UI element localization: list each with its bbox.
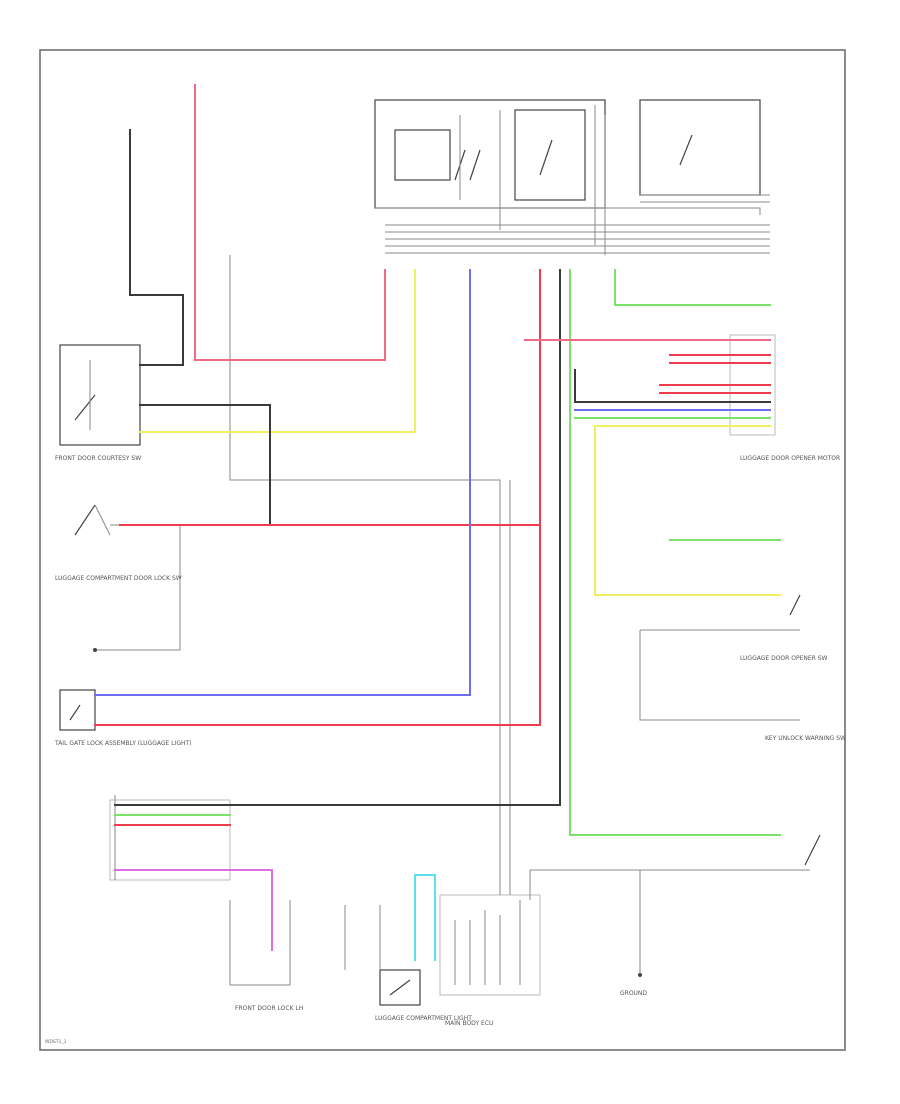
- relay-contact: [539, 139, 553, 176]
- door-lock-switch-block: LUGGAGE COMPARTMENT DOOR LOCK SW: [55, 504, 182, 652]
- fuse-block-top: [374, 99, 761, 209]
- switch-contact-a: [469, 149, 481, 181]
- center-ground-label: GROUND: [620, 990, 647, 997]
- key-switch-block: KEY UNLOCK WARNING SW: [639, 630, 846, 742]
- opener-switch-block: LUGGAGE DOOR OPENER SW: [640, 594, 828, 662]
- fuse-contact: [679, 134, 693, 166]
- yellow-wire-3: [594, 425, 781, 596]
- courtesy-switch-box: [59, 344, 141, 446]
- black-wire-3: [114, 269, 561, 806]
- yellow-wire-1: [139, 269, 416, 433]
- luggage-light-box: [379, 969, 421, 1006]
- gray-trace: [229, 255, 501, 895]
- body-ecu-block: MAIN BODY ECU: [439, 894, 541, 1027]
- relay-box: [374, 99, 606, 209]
- red-wire-2: [94, 524, 541, 726]
- luggage-light-label: LUGGAGE COMPARTMENT LIGHT: [375, 1015, 472, 1022]
- cyan-wire-1: [414, 874, 436, 961]
- top-bus-lines: [375, 105, 770, 255]
- violet-wire-1: [114, 869, 273, 951]
- front-lh-lock-block: FRONT DOOR LOCK LH: [229, 900, 303, 1012]
- footer-code: WDST1_1: [45, 1039, 67, 1045]
- opener-switch-label: LUGGAGE DOOR OPENER SW: [740, 655, 828, 662]
- wire-layer: [94, 84, 781, 961]
- lower-right-switch-block: GROUND: [529, 834, 821, 997]
- tail-lock-block: TAIL GATE LOCK ASSEMBLY (LUGGAGE LIGHT): [54, 689, 191, 747]
- luggage-light-block: LUGGAGE COMPARTMENT LIGHT: [344, 905, 472, 1022]
- door-lock-motor-label: LUGGAGE DOOR OPENER MOTOR: [740, 455, 840, 462]
- green-wire-2: [569, 269, 781, 836]
- courtesy-switch-label: FRONT DOOR COURTESY SW: [55, 455, 141, 462]
- fuse-box-right: [639, 99, 761, 196]
- door-lock-switch-label: LUGGAGE COMPARTMENT DOOR LOCK SW: [55, 575, 182, 582]
- black-wire-1: [129, 129, 184, 366]
- black-wire-2: [139, 404, 271, 526]
- relay-switch-box: [514, 109, 586, 201]
- green-wire-3: [614, 269, 771, 306]
- lower-left-connector: [109, 795, 231, 881]
- body-ecu-label: MAIN BODY ECU: [445, 1020, 493, 1027]
- diagram-frame: [39, 49, 846, 1051]
- relay-coil-box: [394, 129, 451, 181]
- key-switch-label: KEY UNLOCK WARNING SW: [765, 735, 846, 742]
- front-lh-lock-label: FRONT DOOR LOCK LH: [235, 1005, 303, 1012]
- blue-wire-1: [94, 269, 471, 696]
- pink-wire-1: [194, 84, 386, 361]
- tail-lock-label: TAIL GATE LOCK ASSEMBLY (LUGGAGE LIGHT): [54, 740, 191, 747]
- tail-lock-box: [59, 689, 96, 731]
- courtesy-switch-block: FRONT DOOR COURTESY SW: [55, 344, 141, 462]
